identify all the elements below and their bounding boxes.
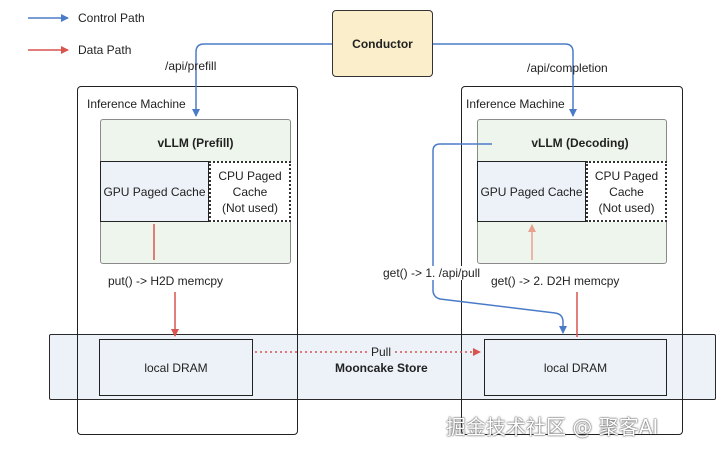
legend-control-label: Control Path xyxy=(78,11,145,25)
legend-data-label: Data Path xyxy=(78,43,132,57)
gpu-paged-cache-left: GPU Paged Cache xyxy=(100,161,209,222)
get-pull-label: get() -> 1. /api/pull xyxy=(383,266,481,280)
local-dram-right: local DRAM xyxy=(484,339,667,396)
cpu-cache-right-line2: Cache xyxy=(609,184,644,199)
cpu-cache-left-line3: (Not used) xyxy=(221,200,279,215)
cpu-cache-left-line2: Cache xyxy=(232,184,268,199)
cpu-paged-cache-left: CPU Paged Cache (Not used) xyxy=(209,161,291,222)
watermark-text: 掘金技术社区 @ 聚客AI xyxy=(446,415,659,439)
vllm-prefill-title: vLLM (Prefill) xyxy=(157,136,234,150)
inference-machine-left xyxy=(77,86,298,435)
gpu-paged-cache-right: GPU Paged Cache xyxy=(477,161,586,222)
api-prefill-label: /api/prefill xyxy=(165,59,217,73)
inference-machine-right xyxy=(461,86,683,435)
machine-right-title: Inference Machine xyxy=(466,97,565,111)
gpu-paged-cache-right-label: GPU Paged Cache xyxy=(480,184,583,199)
control-path-prefill xyxy=(192,43,332,117)
cpu-paged-cache-right: CPU Paged Cache (Not used) xyxy=(586,161,667,222)
cpu-cache-left-line1: CPU Paged xyxy=(218,168,282,183)
mooncake-store-label: Mooncake Store xyxy=(335,361,428,375)
get-d2h-label: get() -> 2. D2H memcpy xyxy=(491,274,620,288)
conductor-box: Conductor xyxy=(332,10,433,77)
control-path-completion xyxy=(433,43,577,117)
cpu-cache-right-line3: (Not used) xyxy=(598,200,655,215)
cpu-cache-right-line1: CPU Paged xyxy=(594,168,659,183)
machine-left-title: Inference Machine xyxy=(87,97,186,111)
api-completion-label: /api/completion xyxy=(527,61,608,75)
put-h2d-label: put() -> H2D memcpy xyxy=(108,274,224,288)
local-dram-left: local DRAM xyxy=(99,339,253,396)
pull-label: Pull xyxy=(369,345,394,359)
conductor-label: Conductor xyxy=(352,36,413,51)
gpu-paged-cache-left-label: GPU Paged Cache xyxy=(103,184,206,199)
control-path-pull xyxy=(432,143,567,334)
vllm-decoding-title: vLLM (Decoding) xyxy=(531,136,629,150)
local-dram-left-label: local DRAM xyxy=(144,360,208,375)
local-dram-right-label: local DRAM xyxy=(543,360,608,375)
